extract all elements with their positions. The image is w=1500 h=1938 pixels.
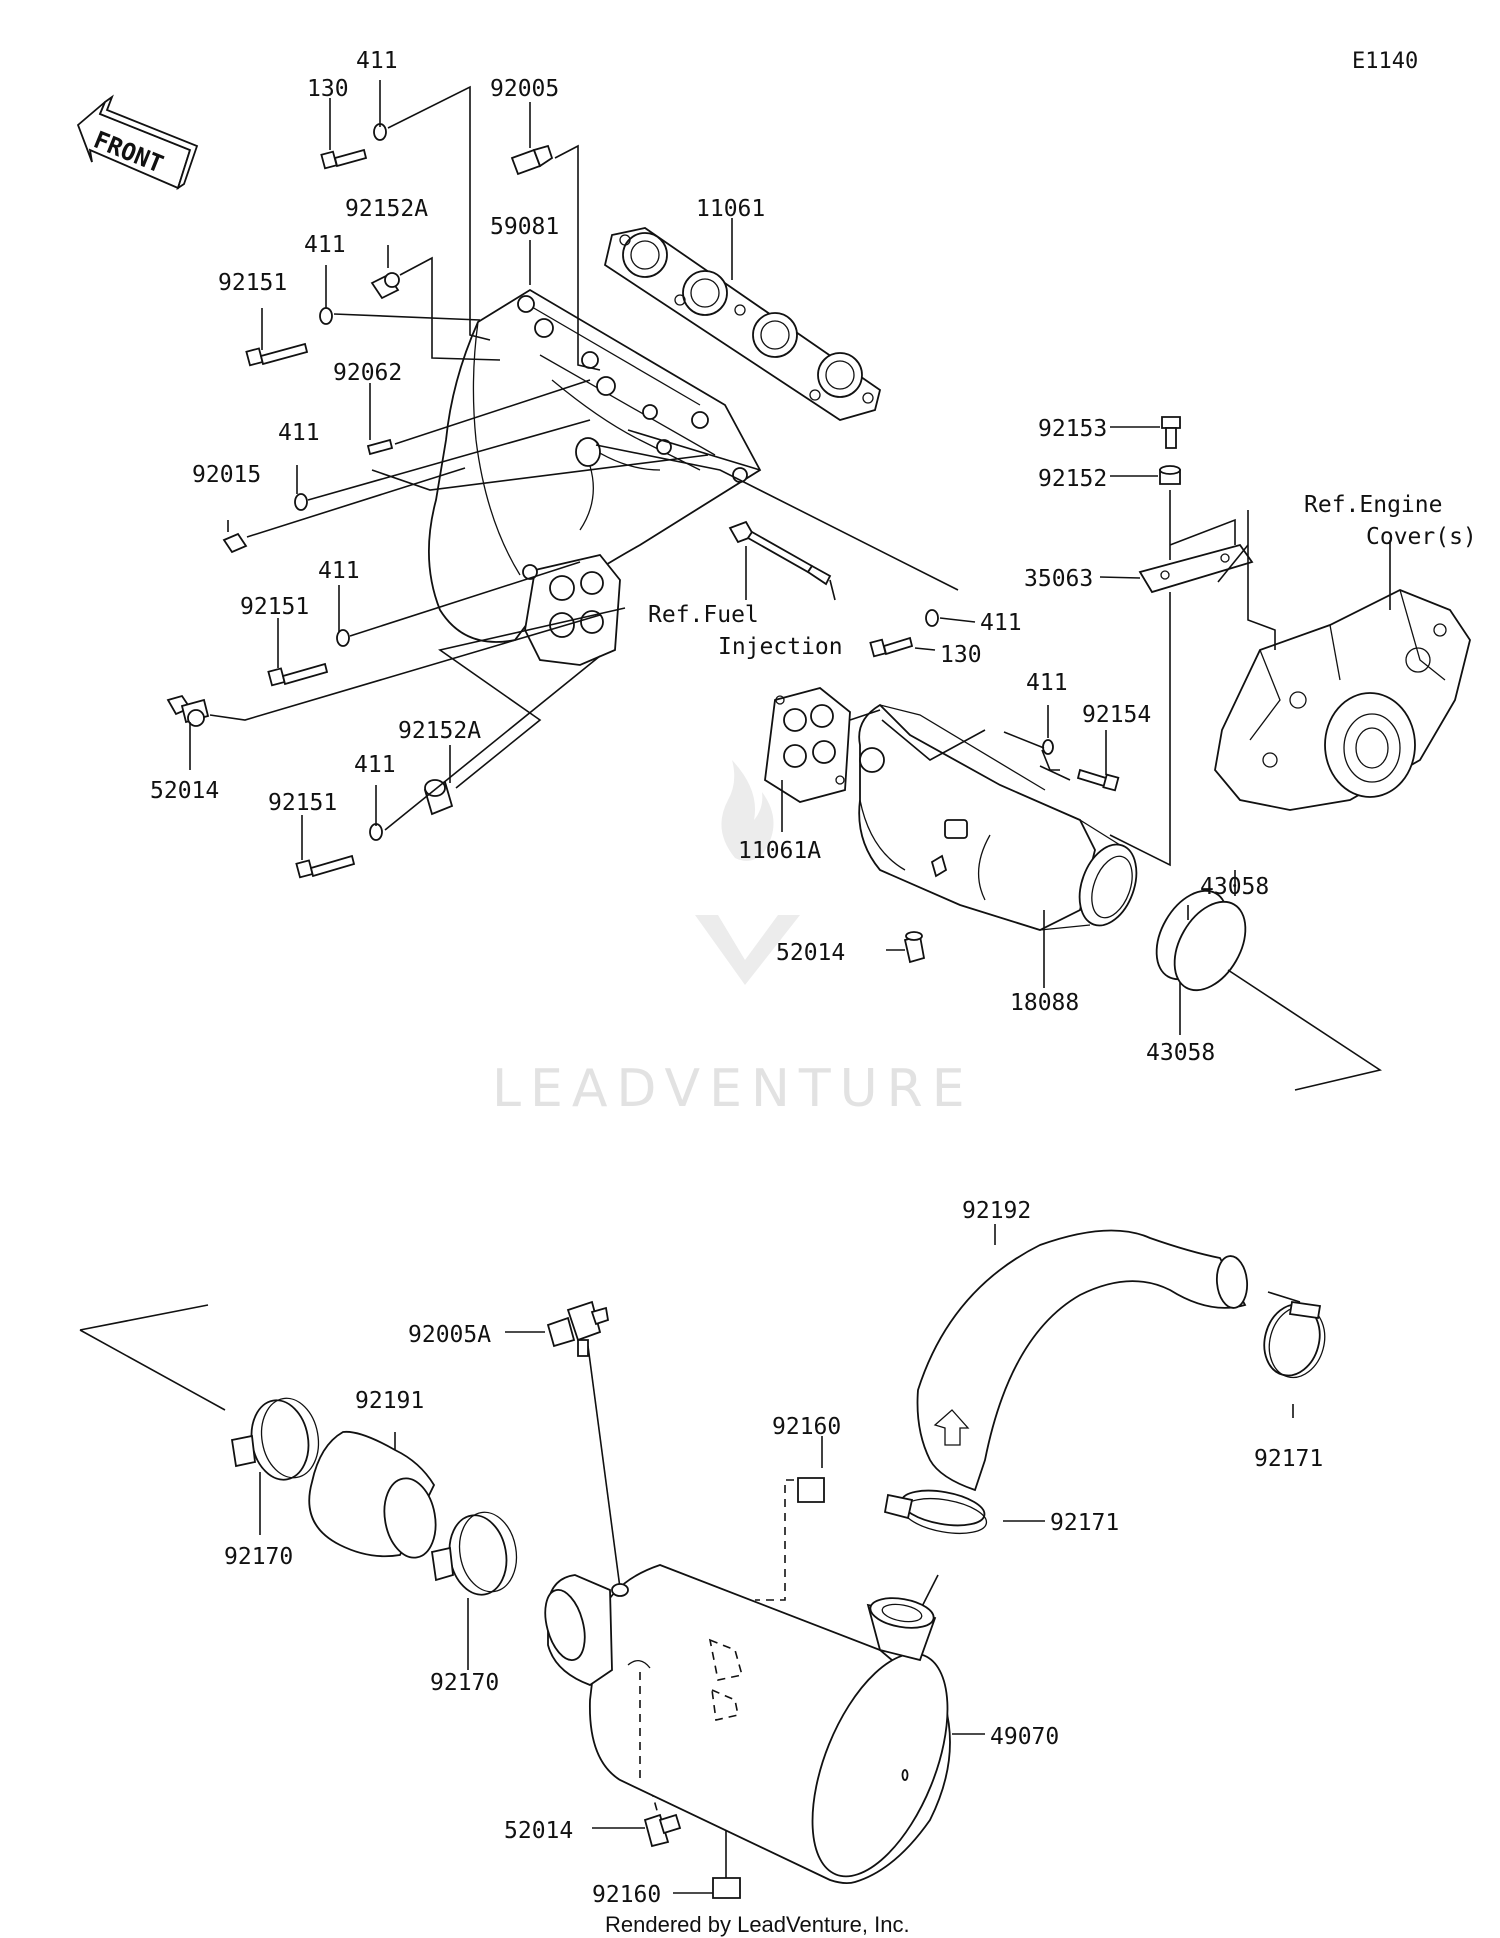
stud-92062 (366, 438, 394, 456)
label-130-top: 130 (307, 76, 349, 102)
label-49070: 49070 (990, 1724, 1059, 1750)
washer-411-d (369, 823, 383, 841)
label-92152A-top: 92152A (345, 196, 428, 222)
label-18088: 18088 (1010, 990, 1079, 1016)
washer-411-c (336, 629, 350, 647)
leadventure-watermark: LEADVENTURE (492, 760, 974, 1119)
label-411-a: 411 (304, 232, 346, 258)
tee-fitting-92005A (546, 1300, 610, 1357)
footer-credit: Rendered by LeadVenture, Inc. (605, 1912, 910, 1937)
label-43058-top: 43058 (1200, 874, 1269, 900)
washer-411-mid (1042, 739, 1054, 755)
label-92005A: 92005A (408, 1322, 491, 1348)
fitting-52014-mid (903, 931, 926, 964)
label-11061: 11061 (696, 196, 765, 222)
hose-clamp-92170-mid (430, 1511, 518, 1596)
label-92170-mid: 92170 (430, 1670, 499, 1696)
fitting-52014-left (166, 694, 210, 727)
label-92005: 92005 (490, 76, 559, 102)
label-92160-top: 92160 (772, 1414, 841, 1440)
hose-clamp-92170-left (230, 1397, 320, 1481)
manifold-outlet-flange (522, 553, 621, 666)
label-11061A: 11061A (738, 838, 821, 864)
label-92151-c: 92151 (268, 790, 337, 816)
washer-411-a (319, 307, 333, 325)
label-130-right: 130 (940, 642, 982, 668)
bracket-35063 (1138, 543, 1254, 594)
label-411-c: 411 (318, 558, 360, 584)
exhaust-pipe-18088 (858, 703, 1138, 931)
label-92152: 92152 (1038, 466, 1107, 492)
fasteners-top-left (166, 123, 554, 879)
o-ring-43058-b (1173, 900, 1247, 992)
label-92151-b: 92151 (240, 594, 309, 620)
label-411-right: 411 (980, 610, 1022, 636)
fitting-52014-bottom (643, 1813, 682, 1848)
plug-92005 (510, 144, 554, 176)
label-92191: 92191 (355, 1388, 424, 1414)
part-labels: 411 130 92005 11061 92152A 59081 411 921… (150, 48, 1477, 1937)
exhaust-temp-sensor (728, 520, 832, 586)
label-92154: 92154 (1082, 702, 1151, 728)
label-43058-bottom: 43058 (1146, 1040, 1215, 1066)
label-35063: 35063 (1024, 566, 1093, 592)
bolt-130-right (869, 636, 914, 658)
exhaust-manifold (427, 288, 762, 643)
rubber-pad-92160-bottom (712, 1877, 741, 1899)
hose-clamp-92171-right (1263, 1300, 1326, 1379)
bolt-92151-c (295, 854, 356, 879)
label-92153: 92153 (1038, 416, 1107, 442)
label-92171-mid: 92171 (1050, 1510, 1119, 1536)
label-92192: 92192 (962, 1198, 1031, 1224)
washer-411-b (294, 493, 308, 511)
exhaust-manifold-gasket (603, 227, 882, 421)
ref-fuel-injection-line2: Injection (718, 634, 843, 660)
nut-92015 (222, 532, 248, 554)
hose-clamp-92171-mid (883, 1489, 988, 1535)
engine-cover (1214, 589, 1471, 811)
leader-lines-top (189, 80, 1391, 1091)
label-92062: 92062 (333, 360, 402, 386)
bolt-92151-a (245, 342, 309, 367)
ref-engine-cover-line1: Ref.Engine (1304, 492, 1442, 518)
fasteners-right (869, 416, 1254, 792)
label-59081: 59081 (490, 214, 559, 240)
gasket-11061A (764, 687, 851, 803)
label-52014-mid: 52014 (776, 940, 845, 966)
bolt-92151-b (267, 662, 329, 687)
hose-92192 (916, 1229, 1249, 1492)
label-411-top: 411 (356, 48, 398, 74)
label-411-b: 411 (278, 420, 320, 446)
hose-92191 (308, 1430, 437, 1559)
label-92015: 92015 (192, 462, 261, 488)
label-92170-left: 92170 (224, 1544, 293, 1570)
label-92171-right: 92171 (1254, 1446, 1323, 1472)
bolt-130-top (320, 148, 368, 170)
bolt-92154 (1076, 768, 1120, 792)
rubber-pad-92160-top (797, 1477, 825, 1503)
washer-411-right (925, 609, 939, 627)
muffler-49070 (544, 1564, 951, 1885)
label-52014-left: 52014 (150, 778, 219, 804)
label-411-mid: 411 (1026, 670, 1068, 696)
label-92152A-bottom: 92152A (398, 718, 481, 744)
diagram-code: E1140 (1352, 49, 1418, 74)
ref-engine-cover-line2: Cover(s) (1366, 524, 1477, 550)
label-52014-bottom: 52014 (504, 1818, 573, 1844)
watermark-text: LEADVENTURE (492, 1059, 974, 1119)
label-92160-bottom: 92160 (592, 1882, 661, 1908)
label-411-d: 411 (354, 752, 396, 778)
front-arrow-icon: FRONT (76, 94, 199, 191)
bolt-92153 (1161, 416, 1181, 449)
label-92151-a: 92151 (218, 270, 287, 296)
ref-fuel-injection-line1: Ref.Fuel (648, 602, 759, 628)
